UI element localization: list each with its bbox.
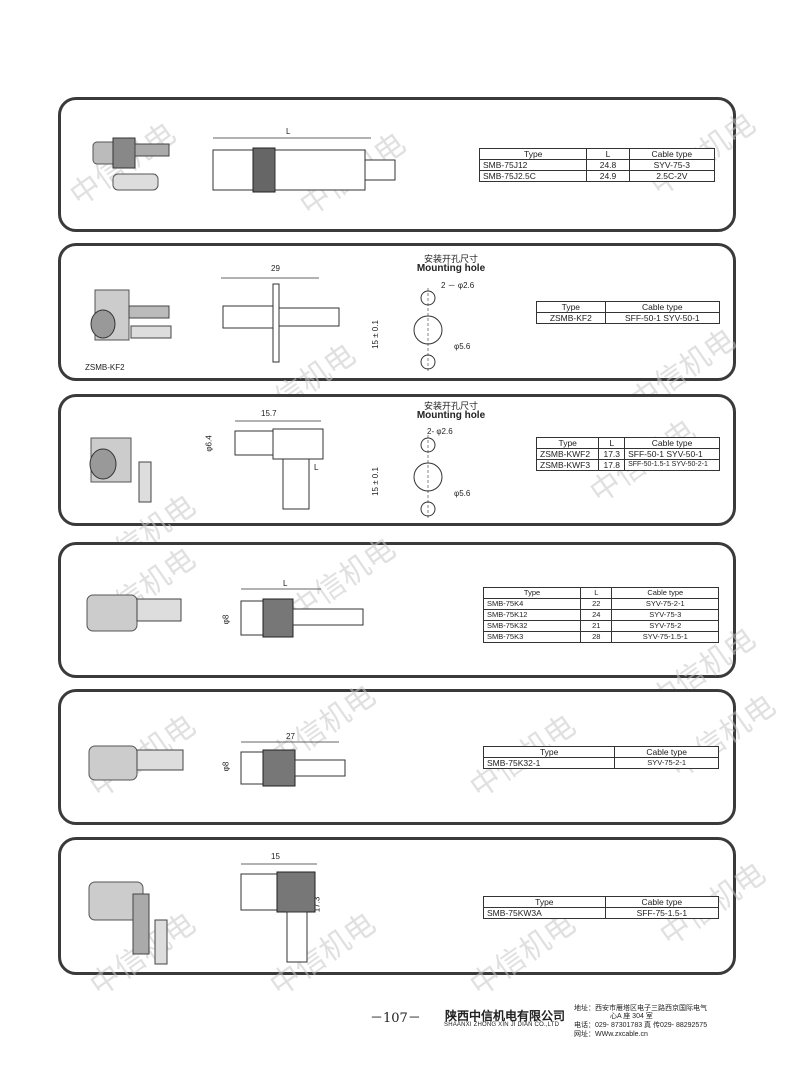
connector-drawing [240,588,364,638]
product-caption: ZSMB-KF2 [85,363,125,372]
spacing-label: 15 ± 0.1 [370,467,380,496]
page-number: －107－ [370,1011,421,1026]
diameter-label: φ8 [221,614,231,625]
hole-small-label: 2 － φ2.6 [441,281,475,290]
connector-photo [88,745,184,781]
connector-drawing [240,863,317,963]
connector-photo [86,594,182,632]
watermark: 中信机电 [663,688,783,786]
diameter-label: φ6.4 [204,435,214,452]
mounting-hole-title: 安装开孔尺寸 Mounting hole [416,401,486,421]
connector-photo [88,881,168,965]
length-label: L [314,463,319,472]
connector-drawing [234,420,324,510]
dimension-label: 15 [271,852,280,861]
address-line-1: 地址：西安市雁塔区电子三路西京国际电气 [574,1005,707,1012]
diameter-label: φ8 [221,761,231,772]
connector-photo [89,437,152,503]
spacing-label: 15 ± 0.1 [370,320,380,349]
website-line: 网址：WWw.zxcable.cn [574,1031,648,1038]
mounting-hole-title: 安装开孔尺寸 Mounting hole [416,254,486,274]
product-panel-zsmb-kwf: 中信机电 中信机电 15.7 φ6.4 L 安装开孔尺寸 Mounting ho… [58,394,736,586]
mounting-hole-diagram [413,435,443,519]
connector-drawing [212,137,396,193]
hole-small-label: 2- φ2.6 [427,427,453,436]
dimension-label: 27 [286,732,295,741]
dimension-label: L [286,127,291,136]
company-name-en: SHAANXI ZHONG XIN JI DIAN CO.,LTD [444,1022,560,1028]
hole-big-label: φ5.6 [454,342,471,351]
product-panel-zsmb-kf2: 中信机电 中信机电 ZSMB-KF2 29 安装开孔尺寸 Mounting ho… [58,243,742,435]
connector-drawing [240,741,346,787]
address-line-2: 心A 座 304 室 [610,1013,653,1020]
hole-big-label: φ5.6 [454,489,471,498]
connector-photo [92,137,170,191]
phone-line: 电话：029- 87301783 真 传029- 88292575 [574,1022,708,1029]
mounting-hole-diagram [413,288,443,372]
connector-drawing [221,277,340,363]
dimension-label: L [283,579,288,588]
company-name-cn: 陕西中信机电有限公司 [445,1009,566,1023]
dimension-label: 29 [271,264,280,273]
dimension-label: 15.7 [261,409,277,418]
connector-photo [90,289,172,341]
